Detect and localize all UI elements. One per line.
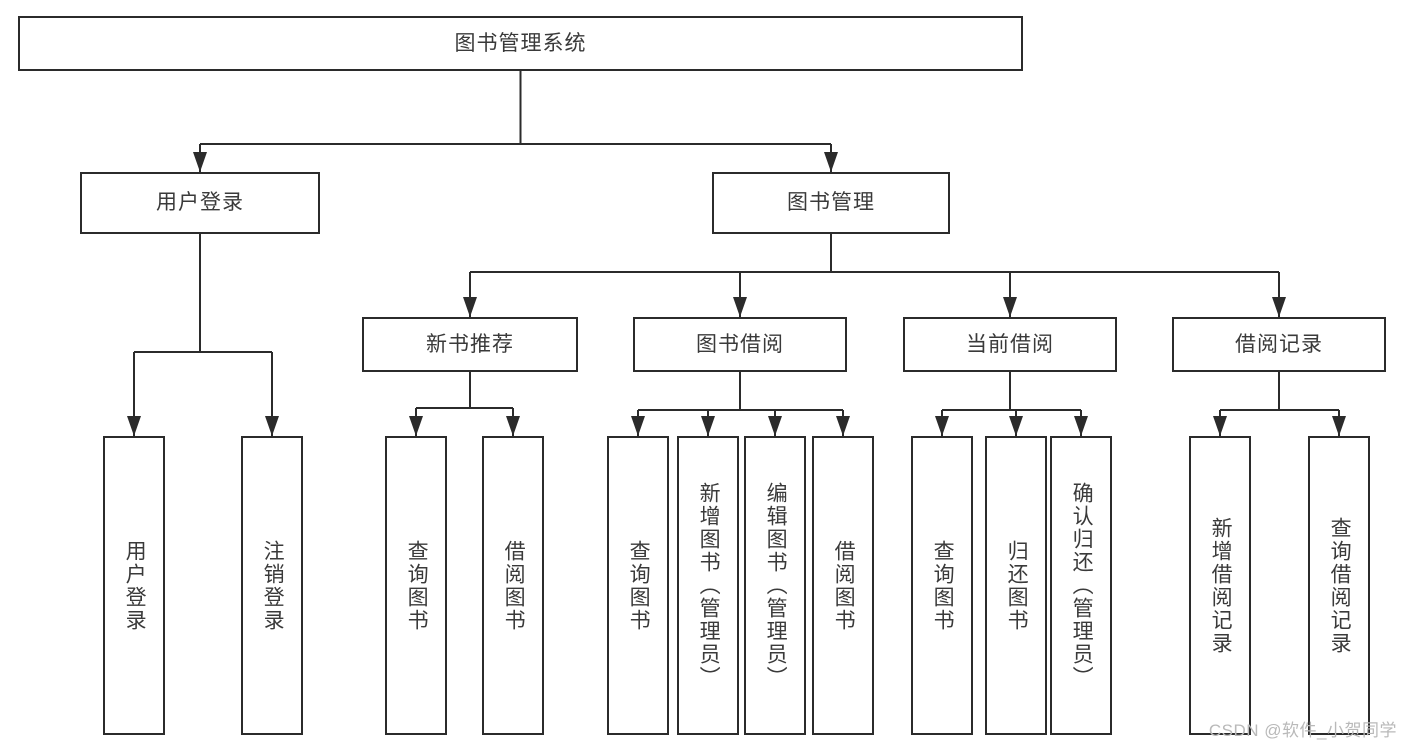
node-leaf-add-book[interactable]: 新增图书（管理员） [677,436,739,735]
node-leaf-query-book-1[interactable]: 查询图书 [385,436,447,735]
node-label: 借阅图书 [832,539,856,632]
node-leaf-user-login[interactable]: 用户登录 [103,436,165,735]
node-label: 新书推荐 [426,332,514,356]
node-label: 图书借阅 [696,332,784,356]
node-leaf-confirm-return[interactable]: 确认归还（管理员） [1050,436,1112,735]
node-leaf-logout[interactable]: 注销登录 [241,436,303,735]
node-label: 查询图书 [931,539,955,632]
node-label: 查询借阅记录 [1328,516,1352,655]
node-label: 借阅图书 [502,539,526,632]
node-new-book-recommend[interactable]: 新书推荐 [362,317,578,372]
node-leaf-query-book-3[interactable]: 查询图书 [911,436,973,735]
node-label: 查询图书 [405,539,429,632]
node-label: 图书管理系统 [454,31,587,55]
node-root[interactable]: 图书管理系统 [18,16,1023,71]
node-user-login[interactable]: 用户登录 [80,172,320,234]
node-leaf-borrow-book-2[interactable]: 借阅图书 [812,436,874,735]
node-leaf-borrow-book-1[interactable]: 借阅图书 [482,436,544,735]
node-leaf-add-record[interactable]: 新增借阅记录 [1189,436,1251,735]
node-label: 借阅记录 [1235,332,1323,356]
node-label: 当前借阅 [966,332,1054,356]
node-label: 新增图书（管理员） [697,482,721,689]
node-current-borrow[interactable]: 当前借阅 [903,317,1117,372]
watermark-label: CSDN @软件_小贺同学 [1208,721,1397,740]
node-label: 用户登录 [123,539,147,632]
node-leaf-query-book-2[interactable]: 查询图书 [607,436,669,735]
node-label: 新增借阅记录 [1209,516,1233,655]
node-leaf-query-record[interactable]: 查询借阅记录 [1308,436,1370,735]
node-label: 查询图书 [627,539,651,632]
node-label: 注销登录 [261,539,285,632]
node-label: 编辑图书（管理员） [764,482,788,689]
node-book-manage[interactable]: 图书管理 [712,172,950,234]
node-label: 图书管理 [787,191,875,215]
node-book-borrow[interactable]: 图书借阅 [633,317,847,372]
node-label: 用户登录 [156,191,244,215]
node-borrow-record[interactable]: 借阅记录 [1172,317,1386,372]
node-label: 确认归还（管理员） [1070,482,1094,689]
node-leaf-edit-book[interactable]: 编辑图书（管理员） [744,436,806,735]
node-leaf-return-book[interactable]: 归还图书 [985,436,1047,735]
node-label: 归还图书 [1005,539,1029,632]
